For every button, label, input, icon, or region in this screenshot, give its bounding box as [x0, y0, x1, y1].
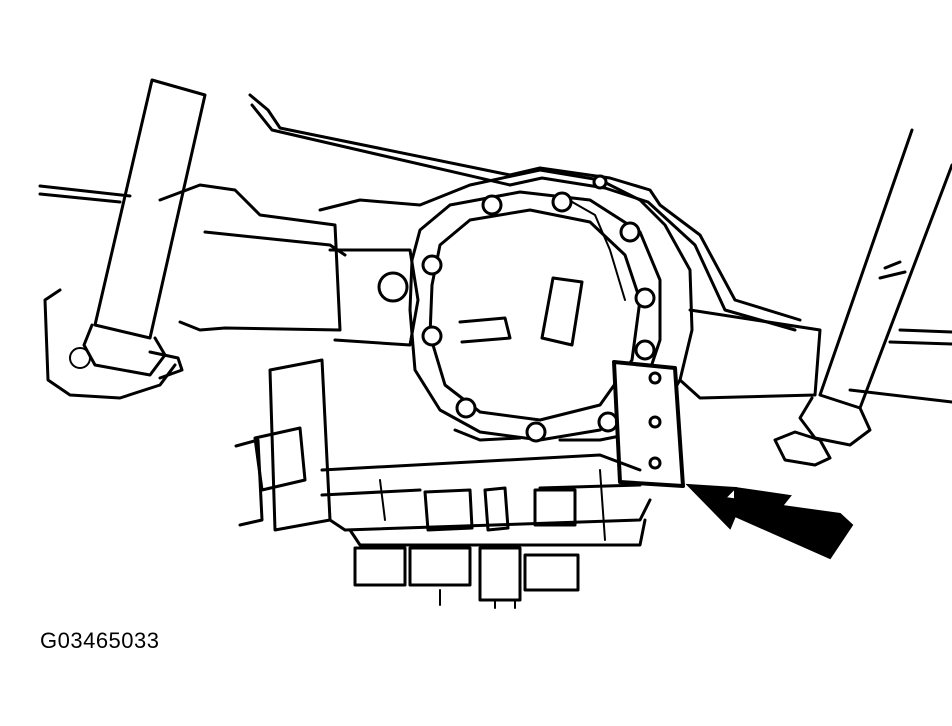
left-axle-tube [158, 183, 420, 347]
figure-id-label: G03465033 [40, 628, 160, 653]
right-axle-tube [678, 308, 952, 404]
frame-rails [38, 93, 952, 346]
left-shock-absorber [43, 78, 207, 400]
cover-bolts [421, 174, 656, 443]
pointer-arrow [685, 483, 854, 560]
mounting-bracket [612, 360, 685, 488]
right-shock-absorber [773, 128, 952, 467]
lower-crossmember [234, 358, 652, 609]
